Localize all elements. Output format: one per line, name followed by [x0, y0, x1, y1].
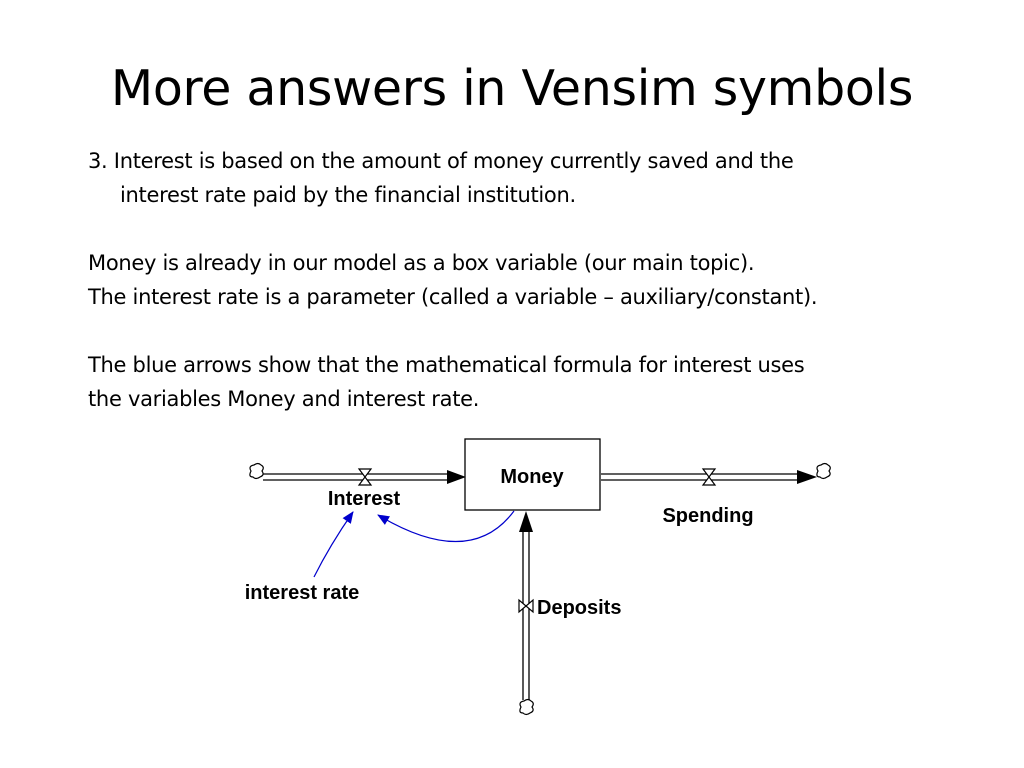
link-arrow-money-to-interest [377, 510, 515, 543]
money-stock-label: Money [500, 466, 564, 488]
deposits-label: Deposits [537, 597, 621, 619]
body-text: 3. Interest is based on the amount of mo… [88, 144, 988, 416]
spending-label: Spending [662, 505, 753, 527]
paragraph-3-line-1: The blue arrows show that the mathematic… [88, 353, 805, 377]
deposits-arrowhead [519, 511, 533, 532]
paragraph-2-line-1: Money is already in our model as a box v… [88, 251, 755, 275]
slide-title: More answers in Vensim symbols [110, 60, 914, 117]
interest-label: Interest [328, 488, 401, 510]
spending-flow [601, 462, 831, 486]
paragraph-1-line-2: interest rate paid by the financial inst… [120, 183, 576, 207]
paragraph-1-line-1: 3. Interest is based on the amount of mo… [88, 149, 794, 173]
link-arrow-interest-rate-to-interest [313, 511, 354, 578]
interest-valve-icon [357, 468, 373, 486]
deposits-valve-icon [518, 598, 534, 614]
money-stock-box [464, 438, 601, 511]
spending-arrowhead [797, 470, 817, 484]
interest-flow [249, 462, 466, 486]
deposits-source-cloud-icon [519, 698, 534, 716]
sink-cloud-icon [816, 462, 831, 480]
interest-arrowhead [447, 470, 466, 484]
paragraph-3-line-2: the variables Money and interest rate. [88, 387, 480, 411]
spending-valve-icon [701, 468, 717, 486]
paragraph-2-line-2: The interest rate is a parameter (called… [88, 285, 818, 309]
source-cloud-icon [249, 462, 264, 480]
deposits-flow: Deposits [518, 511, 621, 716]
interest-rate-label: interest rate [245, 582, 360, 604]
money-stock: Money [464, 438, 601, 511]
